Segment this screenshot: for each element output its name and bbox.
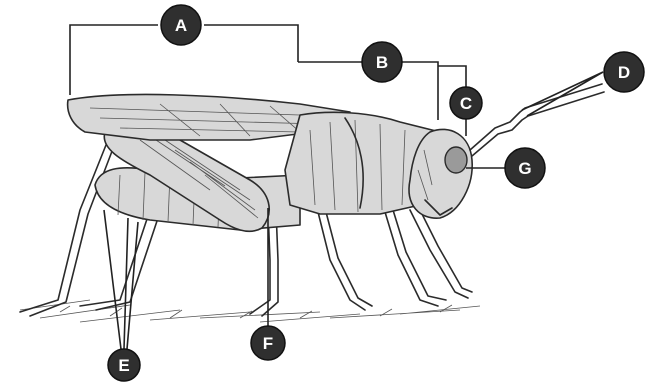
leader-e	[104, 210, 138, 349]
leader-d	[522, 72, 603, 116]
label-f: F	[251, 326, 285, 360]
compound-eye	[445, 147, 467, 173]
label-c-text: C	[460, 94, 472, 113]
label-e-text: E	[118, 356, 129, 375]
label-a: A	[161, 5, 201, 45]
label-a-text: A	[175, 16, 187, 35]
label-b-text: B	[376, 53, 388, 72]
label-d-text: D	[618, 63, 630, 82]
label-g: G	[505, 148, 545, 188]
label-g-text: G	[518, 159, 531, 178]
label-d: D	[604, 52, 644, 92]
label-e: E	[108, 349, 140, 381]
label-b: B	[362, 42, 402, 82]
label-c: C	[450, 87, 482, 119]
label-f-text: F	[263, 334, 273, 353]
ground-shading	[20, 300, 480, 322]
antenna	[470, 84, 604, 156]
